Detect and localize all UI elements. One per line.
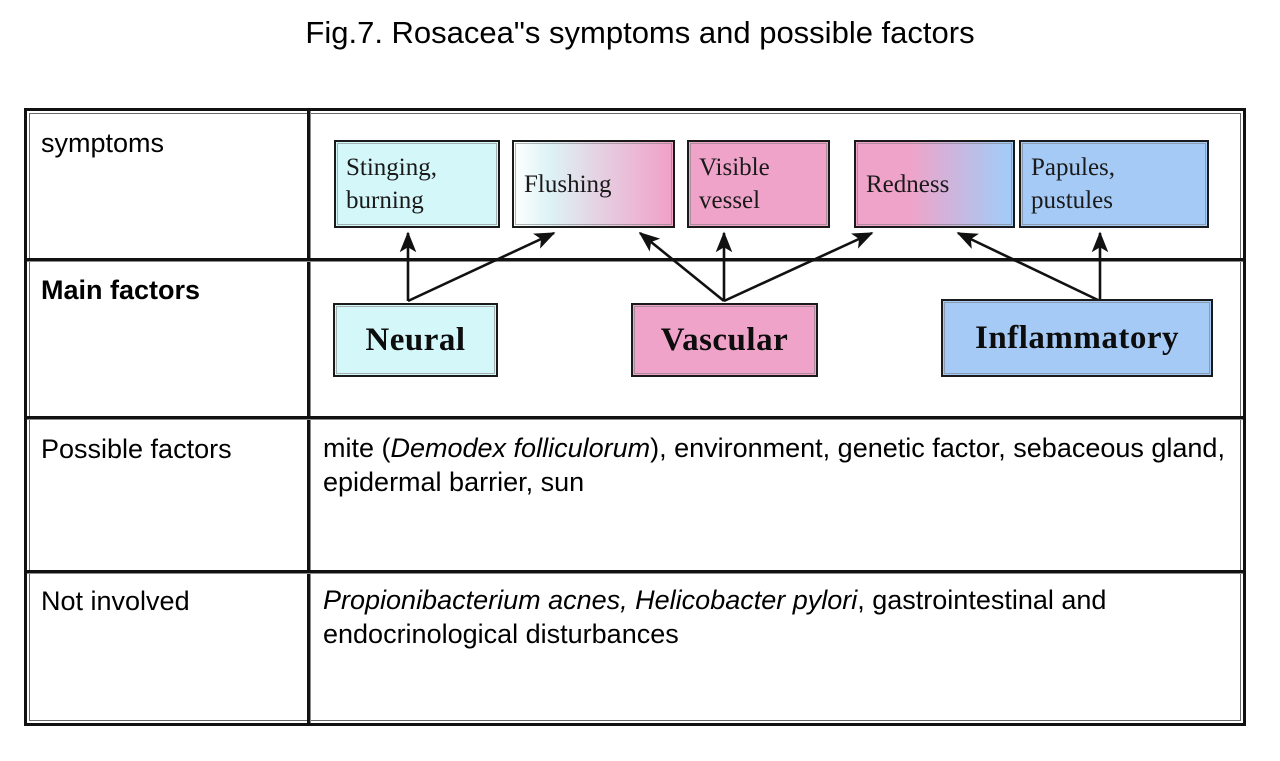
factor-label-neural: Neural [365, 322, 466, 358]
italic-term: Propionibacterium acnes, Helicobacter py… [323, 585, 858, 615]
diagram-table: symptoms Main factors Possible factors N… [24, 108, 1246, 726]
arrow-inflammatory-to-redness [956, 231, 1101, 303]
factor-box-vascular[interactable]: Vascular [631, 303, 818, 377]
text-run: ), environment, genetic factor, sebaceou… [323, 433, 1225, 497]
arrow-vascular-to-redness [723, 231, 874, 303]
text-run: mite ( [323, 433, 391, 463]
symptom-label-papules-pustules: Papules, pustules [1031, 154, 1116, 214]
symptom-label-redness: Redness [866, 170, 950, 198]
symptom-label-visible-vessel: Visible vessel [699, 154, 770, 214]
table-row-divider-2 [27, 416, 1243, 420]
row-label-main-factors: Main factors [41, 275, 201, 305]
factor-label-vascular: Vascular [660, 322, 789, 358]
factor-symptom-diagram: Stinging, burning Flushing Visible vesse… [310, 111, 1243, 570]
factor-box-inflammatory[interactable]: Inflammatory [941, 299, 1213, 377]
symptom-box-redness[interactable]: Redness [854, 140, 1015, 228]
symptom-box-stinging-burning[interactable]: Stinging, burning [334, 140, 500, 228]
symptom-box-flushing[interactable]: Flushing [512, 140, 675, 228]
table-row-divider-3 [27, 570, 1243, 574]
row-label-not-involved: Not involved [41, 586, 190, 616]
factor-box-neural[interactable]: Neural [333, 303, 498, 377]
arrow-neural-to-flushing [407, 231, 556, 303]
row-label-symptoms: symptoms [41, 128, 165, 158]
arrow-vascular-to-flushing [638, 231, 725, 303]
italic-term: Demodex folliculorum [390, 433, 651, 463]
not-involved-text: Propionibacterium acnes, Helicobacter py… [323, 583, 1233, 651]
row-label-possible-factors: Possible factors [41, 434, 232, 464]
symptom-label-flushing: Flushing [524, 170, 612, 198]
text-run: , gastrointestinal and endocrinological … [323, 585, 1107, 649]
symptom-label-stinging-burning: Stinging, burning [346, 154, 437, 214]
page-title: Fig.7. Rosacea"s symptoms and possible f… [305, 15, 975, 50]
table-row-divider-1 [27, 258, 1243, 262]
symptom-box-visible-vessel[interactable]: Visible vessel [687, 140, 830, 228]
factor-label-inflammatory: Inflammatory [975, 320, 1179, 356]
symptom-box-papules-pustules[interactable]: Papules, pustules [1019, 140, 1209, 228]
possible-factors-text: mite (Demodex folliculorum), environment… [323, 431, 1233, 499]
